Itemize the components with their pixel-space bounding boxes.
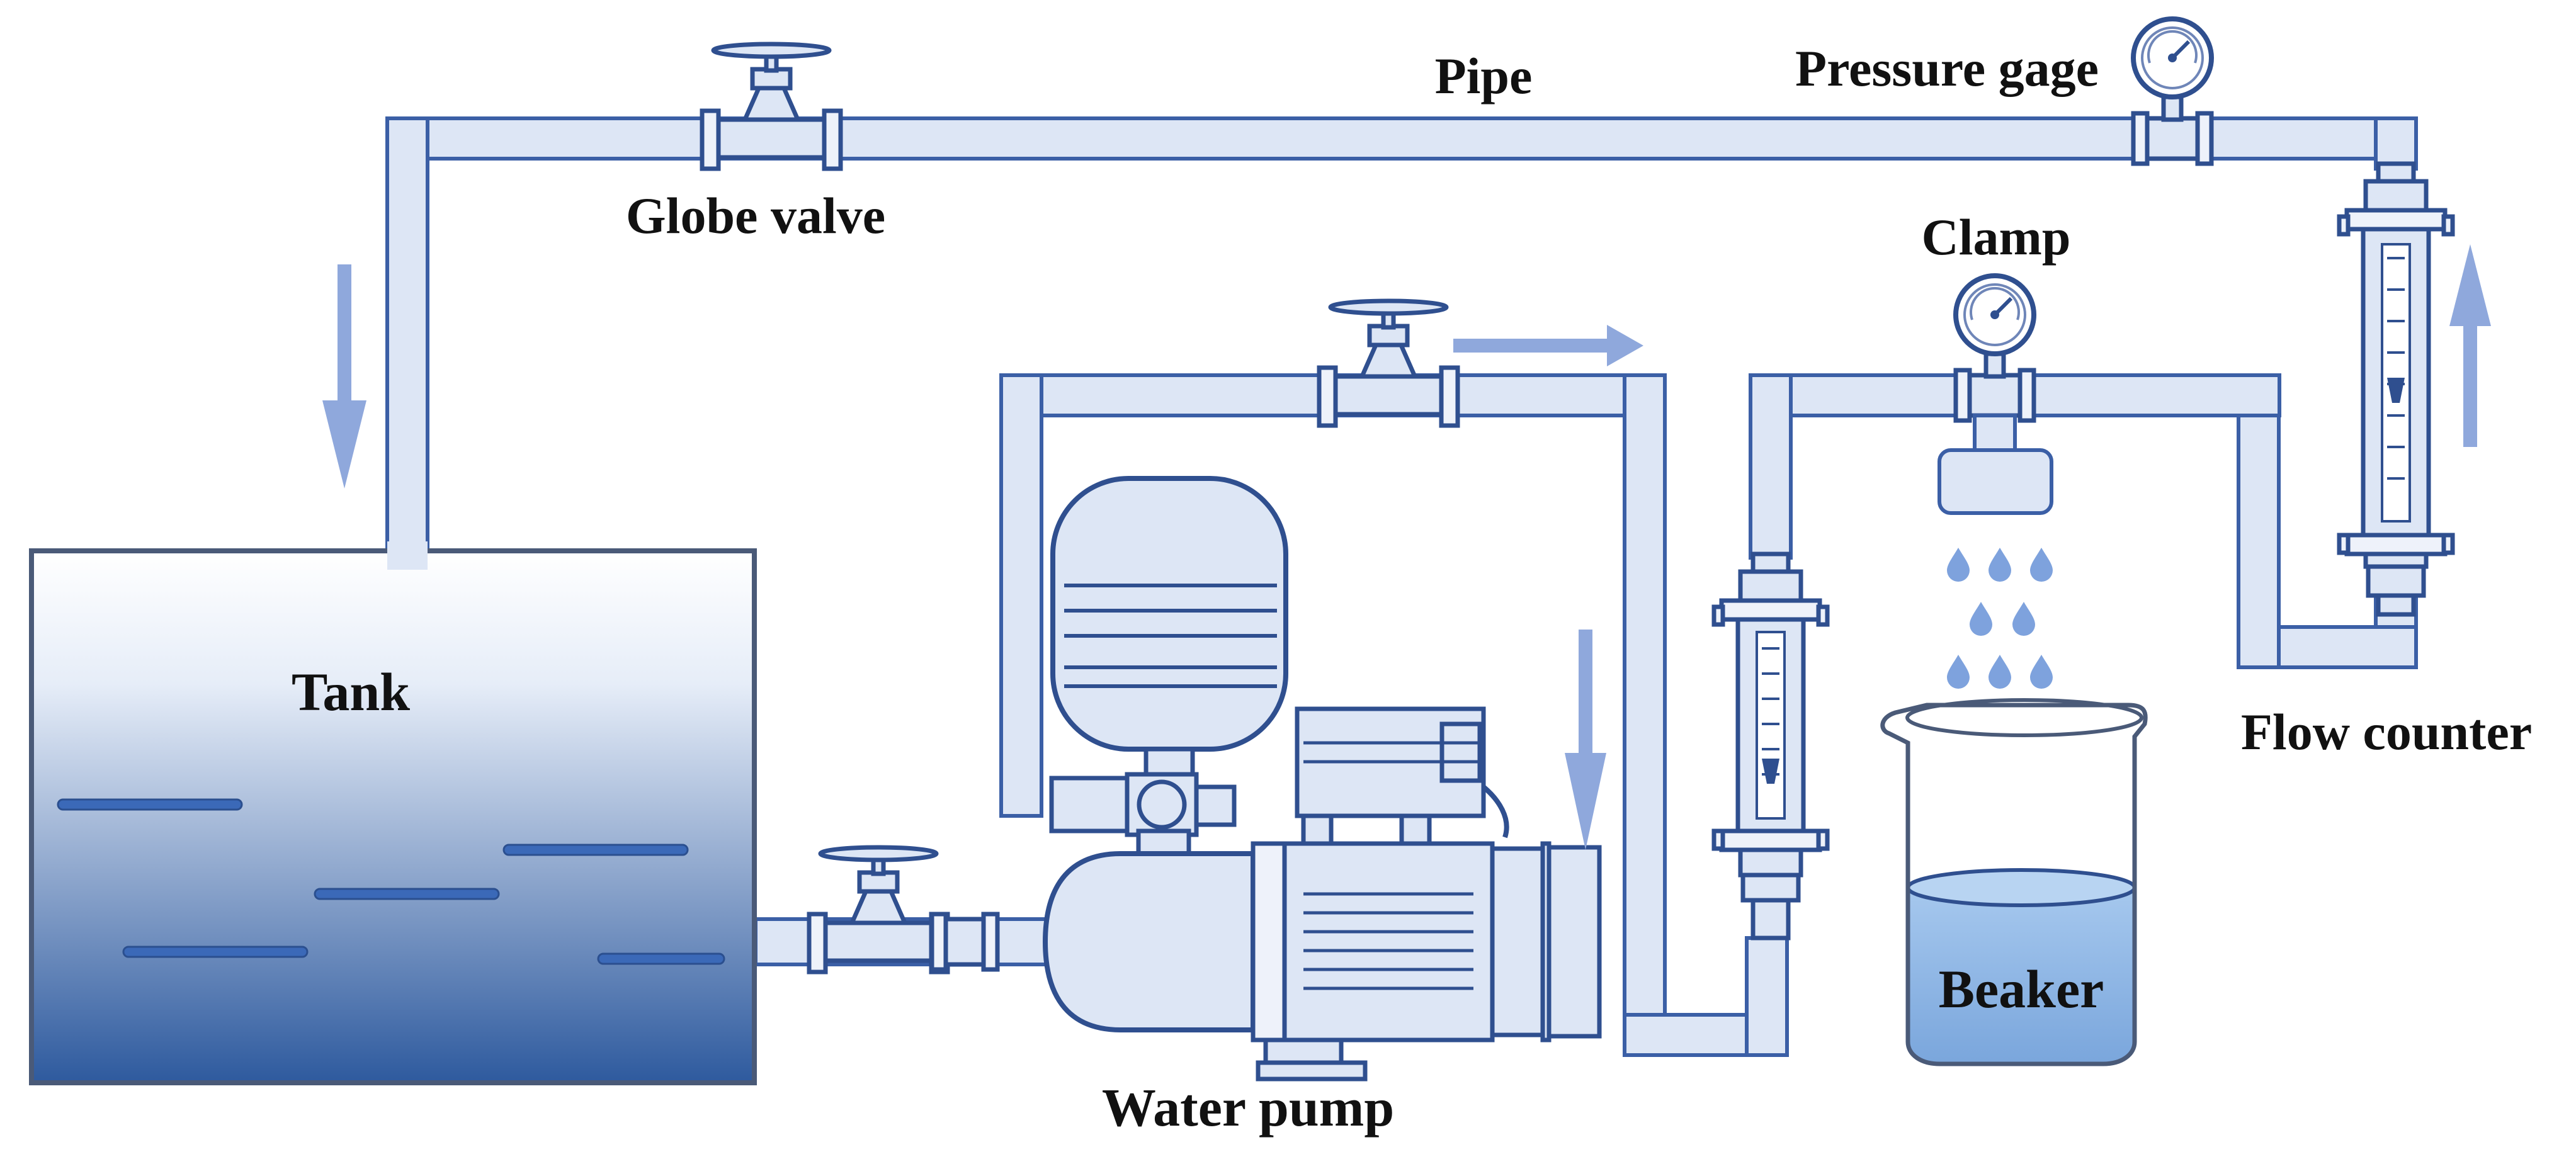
beaker — [1880, 698, 2148, 1066]
flow-arrow-down-left — [322, 264, 366, 489]
flow-counter-right — [2337, 161, 2455, 617]
flow-arrow-up-right — [2449, 244, 2491, 447]
pressure-gage-clamp — [1956, 276, 2034, 423]
flow-counter-middle — [1711, 551, 1830, 941]
globe-valve-inlet — [807, 845, 950, 975]
flow-arrow-right-top — [1453, 325, 1643, 366]
label-flow-counter: Flow counter — [2241, 703, 2532, 760]
label-tank: Tank — [292, 662, 410, 722]
globe-valve-top — [700, 42, 843, 171]
label-pipe: Pipe — [1435, 47, 1533, 105]
label-clamp: Clamp — [1922, 208, 2071, 266]
right-return-pipe — [2237, 373, 2418, 669]
water-pump — [929, 476, 1602, 1082]
label-beaker: Beaker — [1939, 959, 2104, 1019]
label-pressure-gage: Pressure gage — [1795, 40, 2099, 97]
water-ripples — [57, 798, 725, 965]
globe-valve-middle — [1317, 298, 1460, 428]
tank — [29, 541, 757, 1085]
label-globe-valve: Globe valve — [626, 187, 885, 244]
pressure-gage-top — [2133, 19, 2211, 166]
label-water-pump: Water pump — [1102, 1077, 1394, 1138]
water-drops — [1947, 548, 2053, 689]
flow-arrow-down-middle — [1565, 630, 1606, 850]
clamp-nozzle — [1938, 414, 2053, 515]
